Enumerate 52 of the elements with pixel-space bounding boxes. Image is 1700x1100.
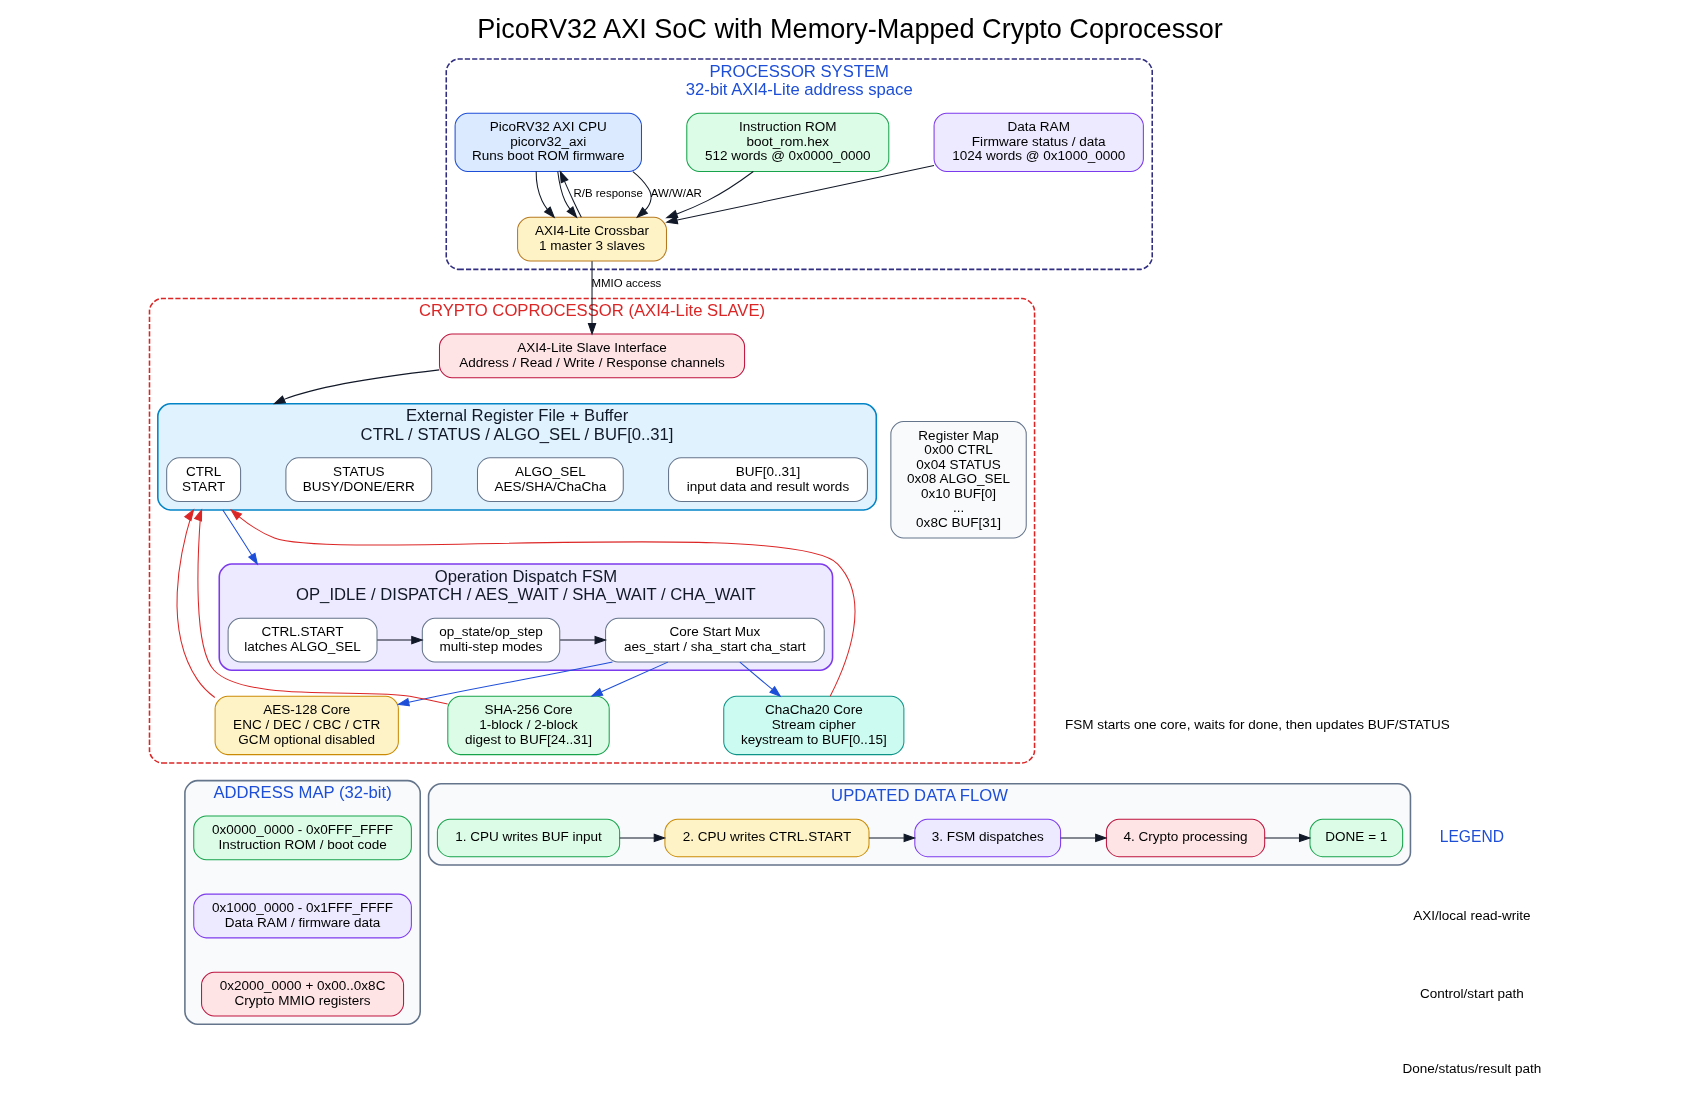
arrow <box>535 171 556 219</box>
edge-label: MMIO access <box>591 276 662 289</box>
arrow <box>619 833 667 843</box>
node-box: ALGO_SEL AES/SHA/ChaCha <box>476 457 624 503</box>
arrow <box>273 369 440 405</box>
arrow <box>739 661 782 698</box>
label: FSM starts one core, waits for done, then updates BUF/STATUS <box>1064 716 1450 732</box>
arrow <box>587 260 597 336</box>
diagram-title: PicoRV32 AXI SoC with Memory-Mapped Crypto Coprocessor <box>477 13 1223 45</box>
arrow <box>193 508 449 705</box>
node-box: AXI4-Lite Crossbar 1 master 3 slaves <box>517 216 667 262</box>
arrow <box>376 635 424 645</box>
node-box: BUF[0..31] input data and result words <box>668 457 868 503</box>
label: LEGEND <box>1439 827 1504 845</box>
node-box: STATUS BUSY/DONE/ERR <box>285 457 433 503</box>
node-box: CTRL.START latches ALGO_SEL <box>227 617 378 663</box>
arrow <box>230 508 856 697</box>
node-box: Data RAM Firmware status / data 1024 words @ 0x1000_0000 <box>933 112 1144 172</box>
arrow <box>665 165 935 225</box>
node-box: 4. Crypto processing <box>1105 818 1266 858</box>
legend-label: Control/start path <box>1420 985 1524 1001</box>
node-box: 3. FSM dispatches <box>914 818 1062 858</box>
node-box: PicoRV32 AXI CPU picorv32_axi Runs boot ROM firmware <box>454 112 642 172</box>
edge-label: R/B response <box>573 187 643 200</box>
edge-label: AW/W/AR <box>650 187 702 200</box>
node-box: 0x0000_0000 - 0x0FFF_FFFF Instruction ROM / boot code <box>193 815 412 861</box>
arrow <box>559 635 608 645</box>
node-box: 0x2000_0000 + 0x00..0x8C Crypto MMIO registers <box>201 971 405 1017</box>
node-box: CTRL START <box>166 457 242 503</box>
arrow <box>222 509 259 566</box>
arrow <box>868 833 917 843</box>
legend-label: AXI/local read-write <box>1413 907 1531 923</box>
node-box: ChaCha20 Core Stream cipher keystream to BUF[0..15] <box>723 695 905 756</box>
node-box: AXI4-Lite Slave Interface Address / Read / Write / Response channels <box>438 333 746 379</box>
arrow <box>176 508 216 698</box>
node-box: Core Start Mux aes_start / sha_start cha_start <box>605 617 825 663</box>
node-box: 0x1000_0000 - 0x1FFF_FFFF Data RAM / firmware data <box>193 893 412 939</box>
node-box: op_state/op_step multi-step modes <box>421 617 561 663</box>
node-box: DONE = 1 <box>1309 818 1404 858</box>
node-box: SHA-256 Core 1-block / 2-block digest to BUF[24..31] <box>447 695 610 756</box>
arrow <box>396 661 613 707</box>
node-box: Instruction ROM boot_rom.hex 512 words @ 0x0000_0000 <box>686 112 890 172</box>
node-box: 1. CPU writes BUF input <box>436 818 621 858</box>
node-box: AES-128 Core ENC / DEC / CBC / CTR GCM optional disabled <box>214 695 399 756</box>
arrow <box>1060 833 1108 843</box>
legend-label: Done/status/result path <box>1402 1060 1542 1076</box>
arrow <box>632 171 652 219</box>
node-box: 2. CPU writes CTRL.START <box>664 818 870 858</box>
arrow <box>1264 833 1312 843</box>
arrow <box>665 171 754 219</box>
arrow <box>590 661 669 697</box>
node-box: Register Map 0x00 CTRL 0x04 STATUS 0x08 ALGO_SEL 0x10 BUF[0] ... 0x8C BUF[31] <box>890 420 1027 539</box>
